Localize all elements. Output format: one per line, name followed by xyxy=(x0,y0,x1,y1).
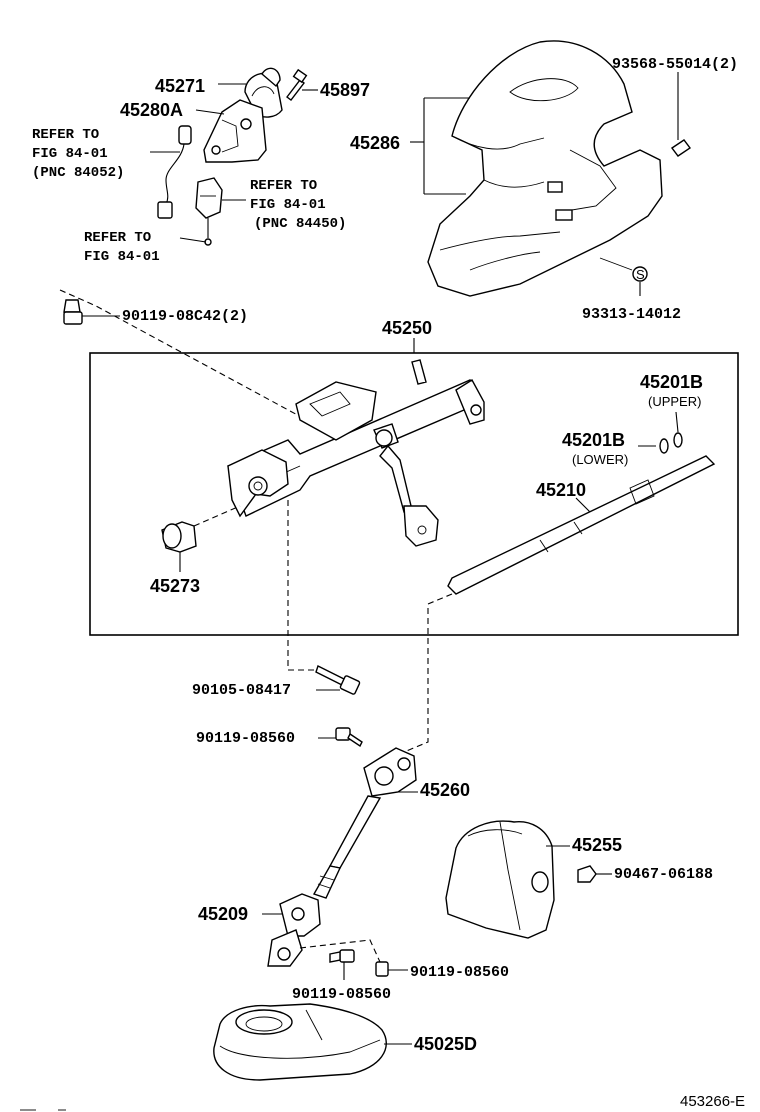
snap-ring-upper-drawing xyxy=(673,432,683,448)
sensor-part-drawing xyxy=(195,177,223,246)
refer-note-2: REFER TO FIG 84-01 (PNC 84450) xyxy=(250,178,346,232)
label-90119-08560-c: 90119-08560 xyxy=(410,964,509,981)
label-90467-06188: 90467-06188 xyxy=(614,866,713,883)
refer-note-2-line-1: REFER TO xyxy=(250,178,317,194)
cover-45255-drawing xyxy=(445,820,555,939)
bolt-90119-08560-c-drawing xyxy=(375,961,389,977)
steering-column-tube-drawing xyxy=(227,359,485,547)
refer-note-1: REFER TO FIG 84-01 (PNC 84052) xyxy=(32,127,124,181)
screw-93568-drawing xyxy=(670,72,692,157)
label-45286: 45286 xyxy=(350,133,400,153)
label-45201b-lower: 45201B xyxy=(562,430,625,450)
label-90119-08c42: 90119-08C42(2) xyxy=(122,308,248,325)
bushing-45273-drawing xyxy=(161,521,197,553)
label-upper-note: (UPPER) xyxy=(648,394,701,409)
column-hole-cover-45025d-drawing xyxy=(213,1003,387,1081)
label-45250: 45250 xyxy=(382,318,432,338)
bolt-90119-08560-a-drawing xyxy=(335,727,363,748)
bolt-90119-08c42-drawing xyxy=(63,299,120,325)
refer-note-1-line-3: (PNC 84052) xyxy=(32,165,124,181)
refer-note-2-line-3: (PNC 84450) xyxy=(254,216,346,232)
label-90119-08560-b: 90119-08560 xyxy=(292,986,391,1003)
label-45210: 45210 xyxy=(536,480,586,500)
part-45897-screw-drawing xyxy=(286,68,308,101)
label-93568-55014: 93568-55014(2) xyxy=(612,56,738,73)
diagram-reference-id: 453266-E xyxy=(680,1093,745,1110)
part-45280a-bracket-drawing xyxy=(203,99,267,163)
label-45201b-upper: 45201B xyxy=(640,372,703,392)
label-45025d: 45025D xyxy=(414,1034,477,1054)
refer-note-2-line-2: FIG 84-01 xyxy=(250,197,326,213)
universal-joint-45209-drawing xyxy=(267,893,321,967)
refer-note-1-line-1: REFER TO xyxy=(32,127,99,143)
label-45897: 45897 xyxy=(320,80,370,100)
label-45280a: 45280A xyxy=(120,100,183,120)
label-45271: 45271 xyxy=(155,76,205,96)
svg-text:S: S xyxy=(636,267,645,282)
refer-note-3-line-2: FIG 84-01 xyxy=(84,249,160,265)
intermediate-shaft-45260-drawing xyxy=(312,747,417,899)
label-45255: 45255 xyxy=(572,835,622,855)
snap-ring-lower-drawing xyxy=(659,438,669,454)
refer-note-3: REFER TO FIG 84-01 xyxy=(84,230,160,265)
label-45209: 45209 xyxy=(198,904,248,924)
nut-90467-06188-drawing xyxy=(577,865,597,883)
clip-93313-drawing: S xyxy=(599,257,648,296)
bolt-90119-08560-b-drawing xyxy=(329,949,355,963)
label-93313-14012: 93313-14012 xyxy=(582,306,681,323)
main-shaft-45210-drawing xyxy=(447,455,716,595)
switch-harness-drawing xyxy=(157,125,192,219)
label-90105-08417: 90105-08417 xyxy=(192,682,291,699)
part-45286-column-cover-drawing xyxy=(427,40,663,297)
refer-note-1-line-2: FIG 84-01 xyxy=(32,146,108,162)
bolt-90105-08417-drawing xyxy=(315,665,361,695)
label-90119-08560-a: 90119-08560 xyxy=(196,730,295,747)
label-45273: 45273 xyxy=(150,576,200,596)
refer-note-3-line-1: REFER TO xyxy=(84,230,151,246)
label-45260: 45260 xyxy=(420,780,470,800)
label-lower-note: (LOWER) xyxy=(572,452,628,467)
